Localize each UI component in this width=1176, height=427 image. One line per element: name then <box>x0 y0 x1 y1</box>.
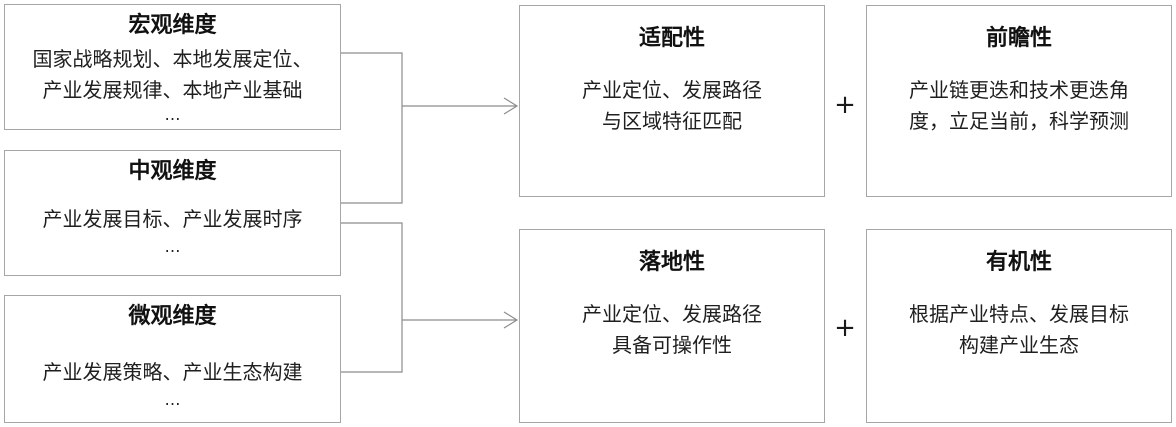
adaptability-line-2: 与区域特征匹配 <box>602 109 742 133</box>
foresight-line-1: 产业链更迭和技术更迭角 <box>909 78 1129 102</box>
micro-dimension-title: 微观维度 <box>128 304 217 329</box>
feasibility-line-2: 具备可操作性 <box>612 333 732 357</box>
macro-dimension-ellipsis: … <box>164 105 181 124</box>
plus-operator-bottom: + <box>834 313 856 343</box>
organic-line-2: 构建产业生态 <box>959 333 1079 357</box>
lower-bracket-line <box>341 222 403 373</box>
organic-line-1: 根据产业特点、发展目标 <box>909 302 1129 326</box>
feasibility-line-1: 产业定位、发展路径 <box>582 302 762 326</box>
macro-dimension-line-2: 产业发展规律、本地产业基础 <box>42 78 303 102</box>
macro-dimension-box: 宏观维度 国家战略规划、本地发展定位、 产业发展规律、本地产业基础 … <box>4 4 341 130</box>
lower-arrow-head <box>503 311 519 329</box>
macro-dimension-line-1: 国家战略规划、本地发展定位、 <box>32 47 313 71</box>
foresight-title: 前瞻性 <box>985 26 1052 51</box>
adaptability-box: 适配性 产业定位、发展路径 与区域特征匹配 <box>519 5 825 197</box>
micro-dimension-ellipsis: … <box>164 390 181 409</box>
organic-title: 有机性 <box>985 250 1052 275</box>
feasibility-title: 落地性 <box>638 250 705 275</box>
upper-bracket-line <box>341 52 403 204</box>
foresight-box: 前瞻性 产业链更迭和技术更迭角 度，立足当前，科学预测 <box>866 5 1172 197</box>
upper-arrow-head <box>503 97 519 115</box>
adaptability-line-1: 产业定位、发展路径 <box>582 78 762 102</box>
foresight-line-2: 度，立足当前，科学预测 <box>909 109 1129 133</box>
micro-dimension-line-1: 产业发展策略、产业生态构建 <box>42 360 303 384</box>
feasibility-box: 落地性 产业定位、发展路径 具备可操作性 <box>519 229 825 423</box>
adaptability-title: 适配性 <box>638 26 705 51</box>
micro-dimension-box: 微观维度 产业发展策略、产业生态构建 … <box>4 295 341 423</box>
plus-operator-top: + <box>834 90 856 120</box>
organic-box: 有机性 根据产业特点、发展目标 构建产业生态 <box>866 229 1172 423</box>
meso-dimension-title: 中观维度 <box>128 159 217 184</box>
meso-dimension-ellipsis: … <box>164 237 181 256</box>
meso-dimension-box: 中观维度 产业发展目标、产业发展时序 … <box>4 150 341 276</box>
meso-dimension-line-1: 产业发展目标、产业发展时序 <box>42 207 303 231</box>
macro-dimension-title: 宏观维度 <box>128 13 217 38</box>
